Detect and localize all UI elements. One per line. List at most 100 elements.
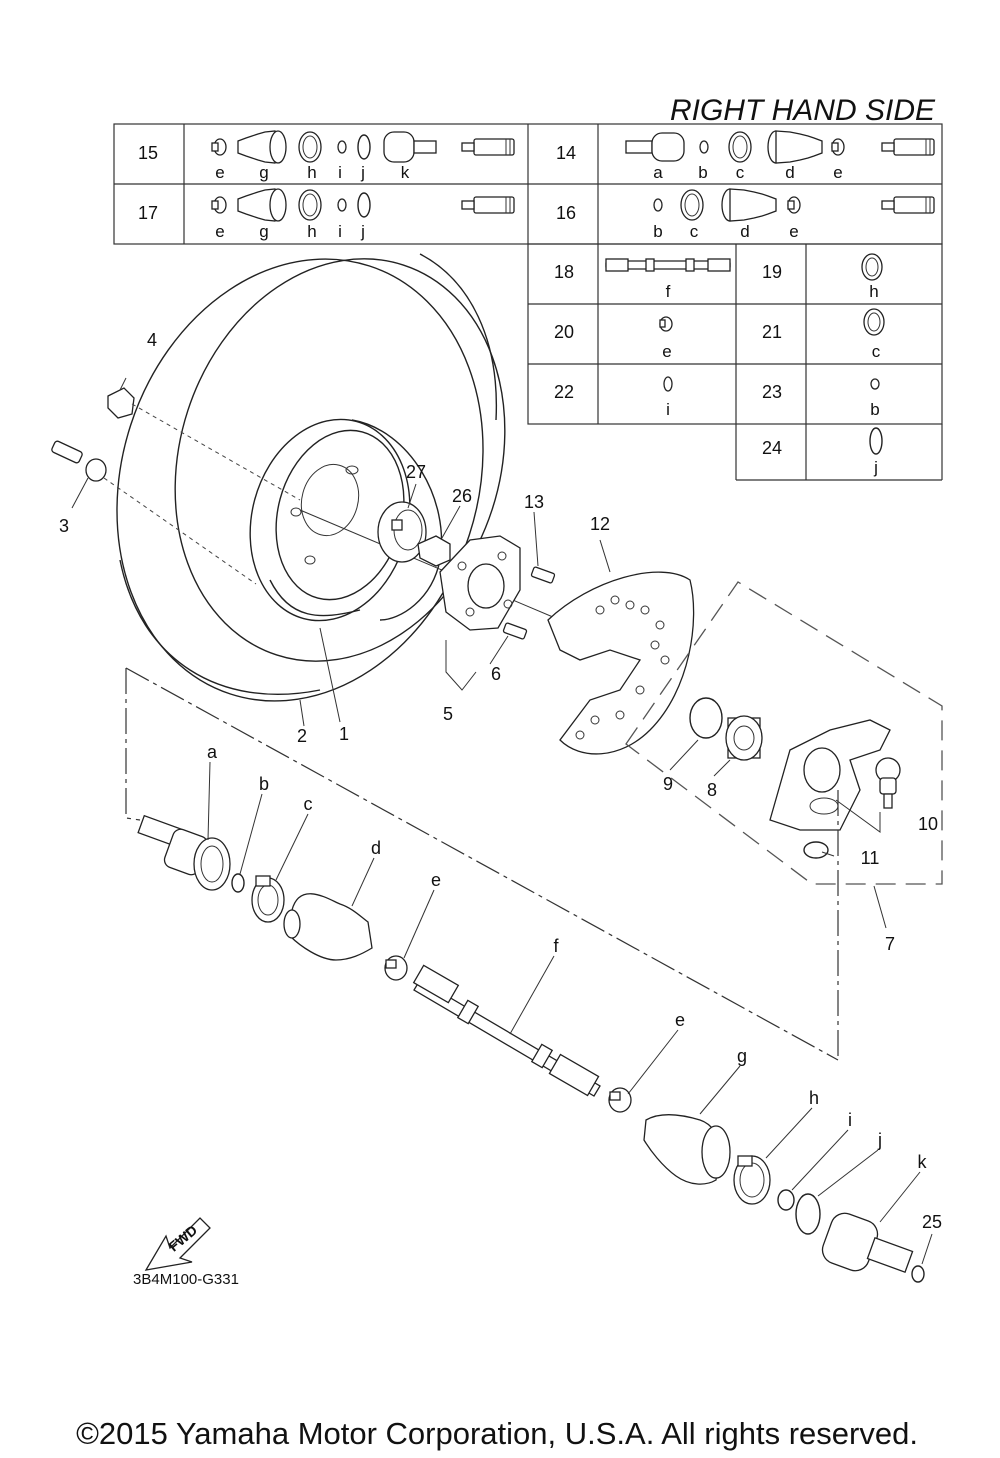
circlip-icon	[795, 1193, 821, 1235]
grease-tube-icon	[461, 138, 515, 156]
band-clamp-icon	[298, 189, 322, 221]
callout-4: 4	[147, 330, 157, 350]
hub-icon	[439, 535, 521, 631]
kit-22-letter: i	[666, 400, 670, 419]
leader-lines	[71, 377, 933, 1265]
cv-joint-icon	[821, 1212, 914, 1274]
kit-16-letter: b	[653, 222, 662, 241]
kit-21-letter: c	[872, 342, 881, 361]
callout-c: c	[304, 794, 313, 814]
kit-14-letter: a	[653, 163, 663, 182]
grease-tube-icon	[461, 196, 515, 214]
kit-16-letter: d	[740, 222, 749, 241]
knuckle-icon	[769, 719, 891, 831]
band-clamp-icon	[861, 253, 883, 281]
circlip-icon	[337, 140, 347, 154]
drive-shaft-icon	[605, 258, 731, 272]
kit-table	[113, 123, 943, 481]
band-clamp-icon	[608, 1087, 632, 1113]
kit-18-letter: f	[666, 282, 671, 301]
circlip-icon	[699, 140, 709, 154]
kit-15-letter: g	[259, 163, 268, 182]
hub-nut-icon	[417, 535, 451, 567]
fwd-arrow-icon: FWD	[144, 1217, 211, 1271]
band-clamp-icon	[298, 131, 322, 163]
kit-id-17: 17	[138, 203, 158, 223]
cv-boot-icon	[721, 188, 777, 222]
copyright: ©2015 Yamaha Motor Corporation, U.S.A. A…	[76, 1416, 918, 1451]
kit-id-20: 20	[554, 322, 574, 342]
kit-14-parts	[625, 130, 935, 164]
valve-stem-icon	[51, 440, 107, 482]
kit-14-letter: e	[833, 163, 842, 182]
callout-a: a	[207, 742, 218, 762]
callout-11: 11	[861, 848, 880, 868]
callout-i: i	[848, 1110, 852, 1130]
circlip-icon	[911, 1265, 925, 1283]
kit-14-letter: c	[736, 163, 745, 182]
drive-shaft-icon	[412, 964, 601, 1097]
callout-k: k	[918, 1152, 928, 1172]
kit-id-23: 23	[762, 382, 782, 402]
kit-id-22: 22	[554, 382, 574, 402]
kit-14-letter: b	[698, 163, 707, 182]
callout-6: 6	[491, 664, 501, 684]
callout-e-1: e	[431, 870, 441, 890]
band-clamp-icon	[659, 316, 673, 332]
callout-25: 25	[922, 1212, 942, 1232]
callout-e-2: e	[675, 1010, 685, 1030]
band-clamp-icon	[787, 196, 801, 214]
kit-20-letter: e	[662, 342, 671, 361]
kit-17-letter: i	[338, 222, 342, 241]
cv-boot-icon	[643, 1114, 731, 1185]
grease-tube-icon	[881, 196, 935, 214]
cv-joint-icon	[383, 131, 437, 163]
kit-id-18: 18	[554, 262, 574, 282]
kit-15-letter: e	[215, 163, 224, 182]
ball-joint-icon	[875, 757, 901, 809]
kit-17-letter: h	[307, 222, 316, 241]
circlip-icon	[653, 198, 663, 212]
grease-tube-icon	[881, 138, 935, 156]
callout-3: 3	[59, 516, 69, 536]
circlip-icon	[337, 198, 347, 212]
band-clamp-icon	[211, 138, 227, 156]
cv-joint-icon	[625, 132, 685, 162]
kit-15-letter: i	[338, 163, 342, 182]
callout-8: 8	[707, 780, 717, 800]
circlip-icon	[869, 427, 883, 455]
cv-boot-icon	[237, 188, 287, 222]
band-clamp-icon	[831, 138, 845, 156]
callout-7: 7	[885, 934, 895, 954]
kit-id-19: 19	[762, 262, 782, 282]
kit-16-letter: c	[690, 222, 699, 241]
wheel-nut-icon	[107, 387, 135, 419]
kit-17-letter: j	[360, 222, 365, 241]
kit-id-24: 24	[762, 438, 782, 458]
kit-15-letter: k	[401, 163, 410, 182]
kit-id-16: 16	[556, 203, 576, 223]
cv-boot-icon	[767, 130, 823, 164]
band-clamp-icon	[680, 189, 704, 221]
callout-f: f	[553, 936, 559, 956]
brake-disc-icon	[547, 571, 695, 755]
kit-15-parts	[211, 130, 515, 164]
kit-15-letter: j	[360, 163, 365, 182]
circlip-icon	[231, 873, 245, 893]
band-clamp-icon	[728, 131, 752, 163]
kit-17-letter: g	[259, 222, 268, 241]
callout-9: 9	[663, 774, 673, 794]
kit-16-letter: e	[789, 222, 798, 241]
callout-13: 13	[524, 492, 544, 512]
callout-12: 12	[590, 514, 610, 534]
collar-icon	[377, 501, 427, 563]
callout-27: 27	[406, 462, 426, 482]
stud-bolt-icon	[502, 622, 528, 640]
kit-24-letter: j	[873, 458, 878, 477]
kit-17-letter: e	[215, 222, 224, 241]
callout-b: b	[259, 774, 269, 794]
circlip-icon	[870, 378, 880, 390]
bolt-icon	[530, 566, 556, 584]
kit-23-letter: b	[870, 400, 879, 419]
